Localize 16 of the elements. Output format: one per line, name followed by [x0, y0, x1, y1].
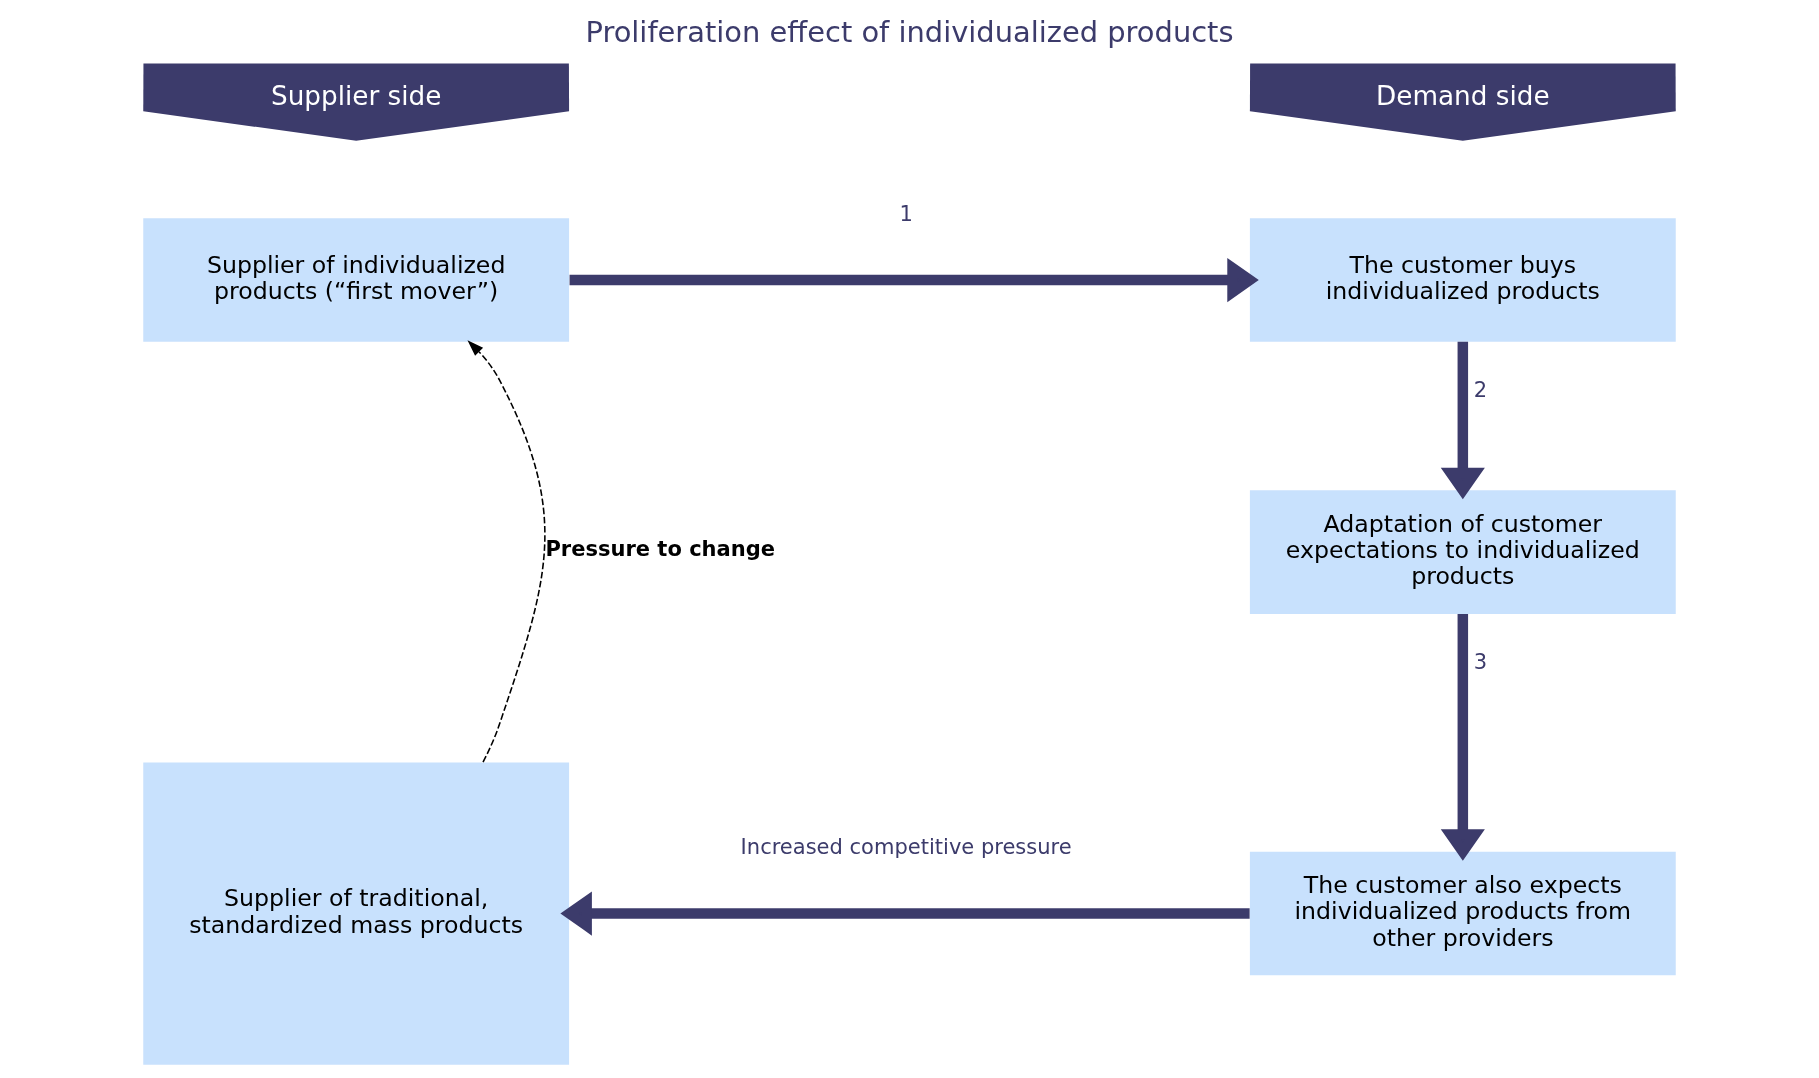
arrow	[467, 340, 546, 763]
edge-label: 3	[1473, 648, 1488, 674]
node-box: The customer also expects individualized products from other providers	[1249, 851, 1676, 976]
edge-label: 2	[1473, 376, 1488, 402]
arrow	[560, 891, 1250, 936]
node-box: Supplier of individualized products (“first mover”)	[143, 218, 570, 342]
node-box: Supplier of traditional, standardized mass products	[143, 762, 570, 1065]
node-box: Adaptation of customer expectations to individualized products	[1249, 490, 1676, 614]
arrow	[1440, 341, 1485, 500]
edge-label: Increased competitive pressure	[740, 834, 1072, 860]
arrow	[569, 258, 1259, 303]
diagram-title: Proliferation effect of individualized products	[585, 14, 1234, 49]
edge-label: Pressure to change	[545, 535, 776, 561]
arrow	[1440, 613, 1485, 861]
edge-label: 1	[899, 200, 913, 226]
node-box: The customer buys individualized products	[1249, 218, 1676, 342]
